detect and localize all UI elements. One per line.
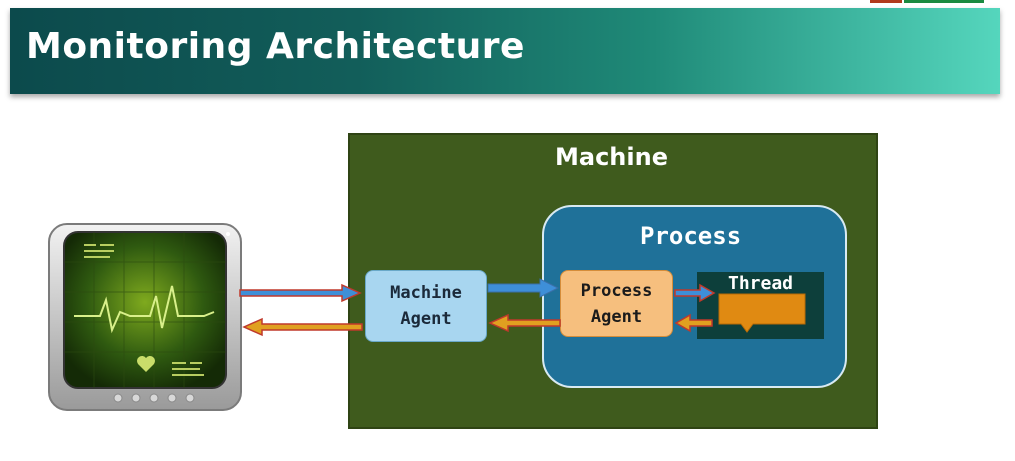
title-banner: Monitoring Architecture	[10, 8, 1000, 94]
arrow-process-agent-to-thread	[674, 283, 716, 303]
thread-block-icon	[718, 293, 806, 333]
process-agent-label-line1: Process	[580, 280, 653, 301]
corner-decoration-2	[904, 0, 984, 3]
arrow-thread-to-process-agent	[674, 313, 713, 333]
corner-decoration	[870, 0, 902, 3]
machine-agent-label-line1: Machine	[390, 283, 462, 303]
page-title: Monitoring Architecture	[26, 26, 525, 67]
process-agent-label-line2: Agent	[590, 306, 643, 327]
machine-agent-box: Machine Agent	[365, 270, 487, 342]
process-agent-box: Process Agent	[560, 270, 673, 337]
heartbeat-monitor-icon	[48, 223, 242, 411]
heartbeat-line	[74, 285, 215, 334]
thread-label: Thread	[728, 273, 794, 294]
heart-icon	[137, 356, 155, 372]
arrow-machine-agent-to-process-agent	[487, 278, 560, 298]
thread-container	[697, 272, 824, 339]
machine-agent-label-line2: Agent	[400, 309, 452, 329]
machine-label: Machine	[555, 143, 668, 171]
arrow-process-agent-to-machine-agent	[488, 313, 561, 333]
arrow-monitor-to-machine-agent	[239, 283, 362, 303]
arrow-machine-agent-to-monitor	[242, 317, 363, 337]
process-label: Process	[640, 222, 742, 250]
